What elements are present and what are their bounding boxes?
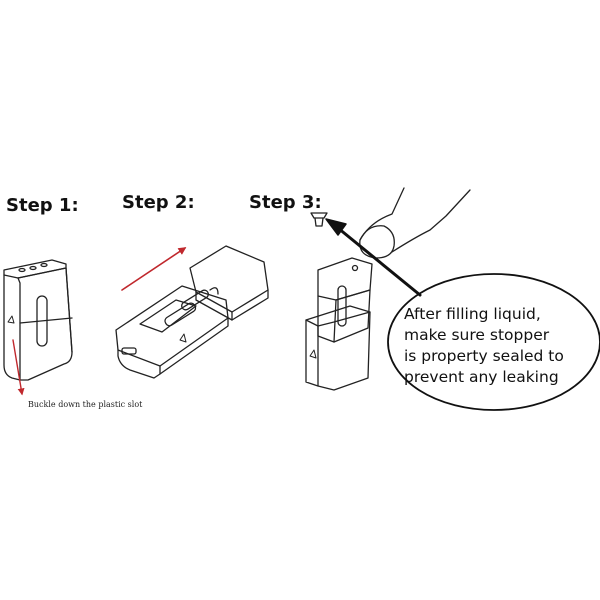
step1-red-arrow [12, 339, 25, 396]
step3-black-arrow [325, 218, 422, 297]
note-line: prevent any leaking [404, 368, 559, 386]
note-line: After filling liquid, [404, 305, 541, 323]
note-line: make sure stopper [404, 326, 550, 344]
step2-red-arrow [121, 247, 187, 291]
step1-caption: Buckle down the plastic slot [28, 400, 143, 409]
step3-pod-icon [305, 257, 373, 391]
step3-note: After filling liquid, make sure stopper … [404, 304, 590, 388]
stopper-icon [310, 212, 328, 227]
note-bubble [387, 273, 600, 411]
step2-pod-icon [115, 245, 269, 379]
step1-pod-icon [3, 259, 73, 381]
step1-title: Step 1: [6, 195, 79, 216]
note-line: is property sealed to [404, 347, 564, 365]
step3-title: Step 3: [249, 192, 322, 213]
finger-icon [359, 187, 471, 259]
step2-title: Step 2: [122, 192, 195, 213]
